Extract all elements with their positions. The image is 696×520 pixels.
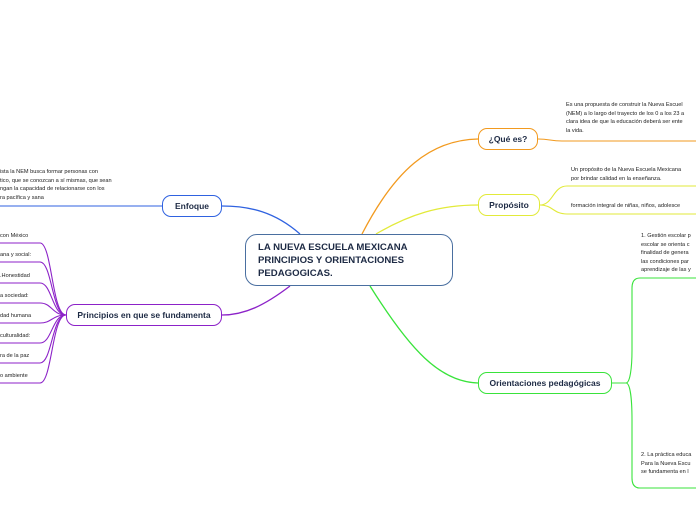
topic-proposito-label: Propósito xyxy=(489,200,529,210)
enfoque-text: ista la NEM busca formar personas con ti… xyxy=(0,168,138,202)
principio-item: ana y social: xyxy=(0,252,32,258)
orientaciones-text1-line: escolar se orienta c xyxy=(641,241,690,248)
que-es-text-line: Es una propuesta de construir la Nueva E… xyxy=(566,102,683,108)
que-es-text-line: la vida. xyxy=(566,127,584,134)
principio-item: dad humana xyxy=(0,313,32,319)
central-topic-line2: PRINCIPIOS Y ORIENTACIONES xyxy=(258,255,405,266)
enfoque-text-line: ista la NEM busca formar personas con xyxy=(0,169,98,175)
enfoque-text-line: ngan la capacidad de relacionarse con lo… xyxy=(0,186,105,193)
orientaciones-text1-line: finalidad de genera xyxy=(641,250,689,257)
orientaciones-text2: 2. La práctica educa Para la Nueva Escu … xyxy=(641,451,696,477)
orientaciones-text2-line: 2. La práctica educa xyxy=(641,452,692,458)
connector-orientaciones-bracket xyxy=(612,277,696,384)
proposito-text2: formación integral de niñas, niños, adol… xyxy=(571,202,696,211)
orientaciones-text2-line: se fundamenta en l xyxy=(641,469,689,476)
topic-orientaciones[interactable]: Orientaciones pedagógicas xyxy=(478,372,612,394)
connector-orientaciones xyxy=(369,285,479,384)
topic-enfoque[interactable]: Enfoque xyxy=(162,195,222,217)
orientaciones-text1: 1. Gestión escolar p escolar se orienta … xyxy=(641,232,696,275)
proposito-text1: Un propósito de la Nueva Escuela Mexican… xyxy=(571,166,696,183)
connector-proposito xyxy=(375,204,479,235)
connector-principios xyxy=(221,285,291,316)
proposito-text1-line: por brindar calidad en la enseñanza. xyxy=(571,175,662,182)
connector-que-es xyxy=(361,138,479,235)
orientaciones-text1-line: 1. Gestión escolar p xyxy=(641,233,691,239)
topic-orientaciones-label: Orientaciones pedagógicas xyxy=(489,378,601,388)
connector-orientaciones-bracket2 xyxy=(625,382,696,489)
connector-proposito-text2 xyxy=(539,204,696,215)
topic-principios[interactable]: Principios en que se fundamenta xyxy=(66,304,222,326)
connector-principios-items xyxy=(0,242,67,384)
topic-principios-label: Principios en que se fundamenta xyxy=(77,310,211,320)
principio-item: o ambiente xyxy=(0,373,28,379)
principio-item: ra de la paz xyxy=(0,353,30,359)
topic-proposito[interactable]: Propósito xyxy=(478,194,540,216)
principio-item: a sociedad: xyxy=(0,293,29,299)
central-topic-line3: PEDAGOGICAS. xyxy=(258,268,333,279)
principio-item: culturalidad: xyxy=(0,333,31,339)
enfoque-text-line: tico, que se conozcan a sí mismas, que s… xyxy=(0,177,112,184)
que-es-text: Es una propuesta de construir la Nueva E… xyxy=(566,101,696,135)
connector-que-es-text xyxy=(537,138,696,142)
enfoque-text-line: ra pacífica y sana xyxy=(0,194,44,201)
connector-enfoque xyxy=(221,205,301,235)
orientaciones-text2-line: Para la Nueva Escu xyxy=(641,460,691,467)
principio-item: .Honestidad xyxy=(0,273,30,279)
proposito-text1-line: Un propósito de la Nueva Escuela Mexican… xyxy=(571,167,682,173)
principio-item: con México xyxy=(0,233,29,239)
central-topic-line1: LA NUEVA ESCUELA MEXICANA xyxy=(258,242,408,253)
que-es-text-line: clara idea de que la educación deberá se… xyxy=(566,119,683,126)
topic-que-es-label: ¿Qué es? xyxy=(488,134,528,144)
connector-proposito-text1 xyxy=(539,185,696,206)
central-topic[interactable]: LA NUEVA ESCUELA MEXICANA PRINCIPIOS Y O… xyxy=(245,234,453,286)
topic-enfoque-label: Enfoque xyxy=(175,201,209,211)
que-es-text-line: (NEM) a lo largo del trayecto de los 0 a… xyxy=(566,110,685,117)
topic-que-es[interactable]: ¿Qué es? xyxy=(478,128,538,150)
orientaciones-text1-line: las condiciones par xyxy=(641,258,689,265)
proposito-text2-line: formación integral de niñas, niños, adol… xyxy=(571,203,681,209)
orientaciones-text1-line: aprendizaje de las y xyxy=(641,267,691,274)
